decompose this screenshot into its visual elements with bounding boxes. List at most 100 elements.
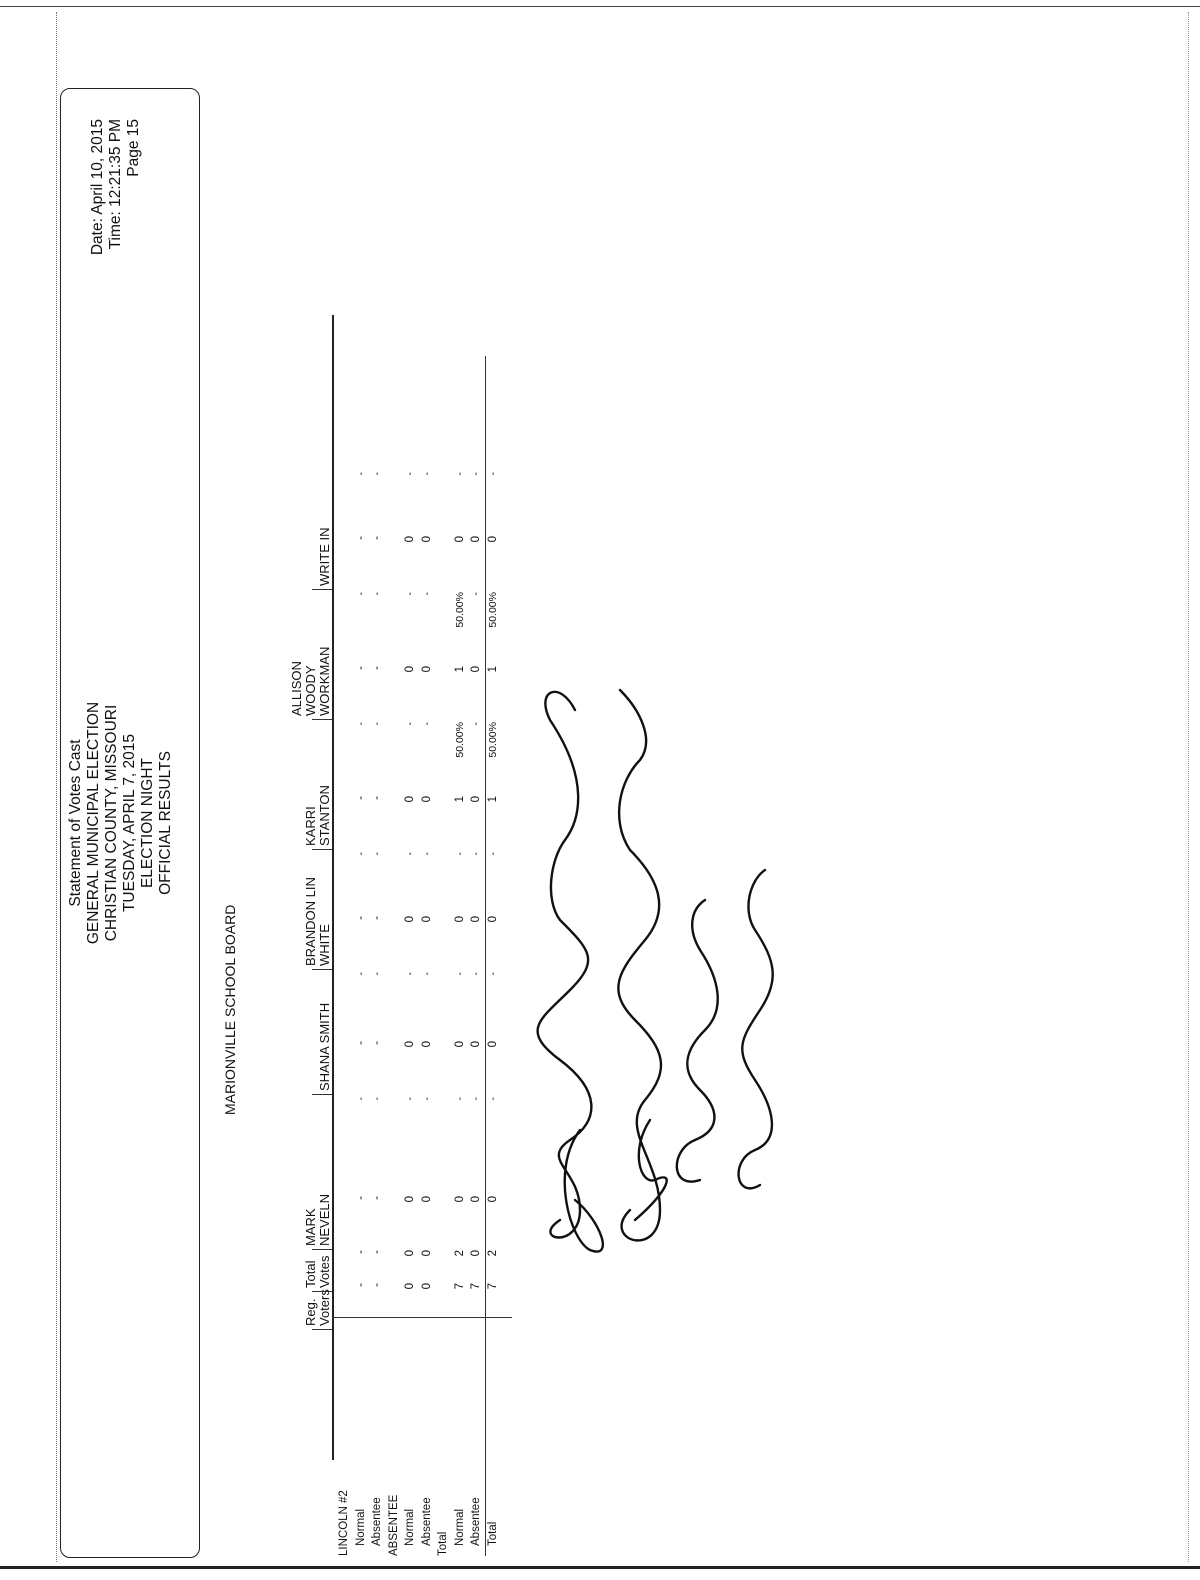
candidate-votes-cell: - bbox=[354, 1041, 367, 1045]
candidate-percent-cell: - bbox=[371, 852, 383, 856]
candidate-votes-cell: 0 bbox=[470, 1196, 482, 1203]
signature-4 bbox=[737, 868, 774, 1190]
signature-2b bbox=[633, 1118, 668, 1222]
column-label-line: Voters bbox=[317, 1289, 332, 1326]
report-meta: Date: April 10, 2015 Time: 12:21:35 PM P… bbox=[89, 119, 143, 255]
candidate-percent-cell: - bbox=[371, 1097, 383, 1101]
candidate-votes-cell: 0 bbox=[470, 796, 482, 803]
candidate-percent-cell: - bbox=[470, 972, 482, 976]
report-date: Date: April 10, 2015 bbox=[89, 119, 106, 256]
candidate-votes-cell: 1 bbox=[486, 796, 499, 803]
candidate-percent-cell: - bbox=[371, 722, 383, 726]
row-label: Total bbox=[486, 1521, 499, 1546]
signature-3 bbox=[675, 898, 719, 1183]
candidate-percent-cell: - bbox=[453, 972, 466, 976]
column-label-line: ALLISON bbox=[289, 661, 304, 716]
row-label: ABSENTEE bbox=[387, 1494, 400, 1556]
candidate-percent-cell: - bbox=[420, 1097, 433, 1101]
candidate-votes-cell: 0 bbox=[486, 1041, 499, 1048]
signature-1 bbox=[536, 690, 593, 1239]
candidate-percent-cell: - bbox=[486, 972, 499, 976]
candidate-votes-cell: 0 bbox=[486, 1196, 499, 1203]
results-status: OFFICIAL RESULTS bbox=[157, 751, 174, 895]
candidate-percent-cell: - bbox=[453, 852, 466, 856]
page-number: Page 15 bbox=[125, 119, 142, 177]
candidate-percent-cell: 50.00% bbox=[453, 592, 466, 628]
page-bottom-rule bbox=[0, 1566, 1200, 1569]
column-label-line: MARK bbox=[303, 1208, 318, 1246]
report-title: Statement of Votes Cast bbox=[67, 739, 84, 907]
column-label-line: NEVELN bbox=[317, 1193, 332, 1246]
candidate-votes-cell: 1 bbox=[453, 666, 466, 673]
candidate-percent-cell: - bbox=[470, 1097, 482, 1101]
county-name: CHRISTIAN COUNTY, MISSOURI bbox=[103, 704, 120, 942]
candidate-percent-cell: - bbox=[404, 852, 416, 856]
column-separator bbox=[312, 1094, 332, 1095]
candidate-percent-cell: - bbox=[470, 722, 482, 726]
total-rule bbox=[484, 356, 486, 1556]
total-votes-cell: - bbox=[371, 1250, 383, 1254]
scan-edge-dots-left bbox=[56, 12, 57, 1562]
candidate-percent-cell: 50.00% bbox=[453, 722, 466, 758]
candidate-votes-cell: 0 bbox=[404, 796, 416, 803]
column-label-line: KARRI bbox=[303, 806, 318, 846]
row-label: Total bbox=[437, 1531, 449, 1556]
candidate-votes-cell: - bbox=[371, 536, 383, 540]
candidate-percent-cell: - bbox=[354, 972, 367, 976]
column-label-line: STANTON bbox=[317, 785, 332, 846]
row-label: Absentee bbox=[420, 1497, 433, 1546]
report-time: Time: 12:21:35 PM bbox=[107, 119, 124, 250]
column-separator bbox=[312, 719, 332, 720]
candidate-votes-cell: - bbox=[371, 916, 383, 920]
candidate-votes-cell: 0 bbox=[420, 916, 433, 923]
candidate-percent-cell: - bbox=[470, 852, 482, 856]
candidate-votes-cell: 0 bbox=[404, 536, 416, 543]
candidate-percent-cell: - bbox=[486, 472, 499, 476]
candidate-percent-cell: - bbox=[453, 472, 466, 476]
row-label: LINCOLN #2 bbox=[338, 1490, 350, 1556]
report-header: Statement of Votes Cast GENERAL MUNICIPA… bbox=[60, 88, 200, 1558]
candidate-percent-cell: - bbox=[420, 852, 433, 856]
signature-2 bbox=[617, 688, 663, 1242]
column-label: SHANA SMITH bbox=[317, 1003, 332, 1091]
candidate-votes-cell: - bbox=[371, 666, 383, 670]
column-label-line: Votes bbox=[317, 1255, 332, 1288]
candidate-percent-cell: - bbox=[354, 1097, 367, 1101]
column-label-line: WHITE bbox=[317, 924, 332, 966]
candidate-votes-cell: 0 bbox=[404, 916, 416, 923]
candidate-percent-cell: - bbox=[371, 472, 383, 476]
election-date: TUESDAY, APRIL 7, 2015 bbox=[121, 733, 138, 913]
total-votes-cell: 2 bbox=[486, 1250, 499, 1257]
reg-voters-cell: 7 bbox=[453, 1283, 466, 1290]
candidate-votes-cell: 0 bbox=[420, 536, 433, 543]
candidate-percent-cell: - bbox=[404, 472, 416, 476]
candidate-votes-cell: 0 bbox=[470, 666, 482, 673]
candidate-votes-cell: - bbox=[354, 536, 367, 540]
candidate-percent-cell: - bbox=[420, 722, 433, 726]
column-separator bbox=[312, 1329, 332, 1330]
total-votes-cell: 0 bbox=[420, 1250, 433, 1257]
candidate-percent-cell: - bbox=[354, 592, 367, 596]
reg-voters-cell: - bbox=[371, 1283, 383, 1287]
candidate-votes-cell: 0 bbox=[404, 666, 416, 673]
candidate-votes-cell: - bbox=[371, 1041, 383, 1045]
column-separator bbox=[312, 849, 332, 850]
candidate-percent-cell: - bbox=[404, 972, 416, 976]
candidate-votes-cell: 0 bbox=[453, 1041, 466, 1048]
total-votes-cell: 2 bbox=[453, 1250, 466, 1257]
candidate-votes-cell: - bbox=[354, 916, 367, 920]
header-rule bbox=[332, 315, 334, 1460]
candidate-percent-cell: - bbox=[354, 722, 367, 726]
column-separator bbox=[312, 969, 332, 970]
candidate-votes-cell: 0 bbox=[470, 1041, 482, 1048]
row-label: Absentee bbox=[470, 1497, 482, 1546]
candidate-percent-cell: - bbox=[453, 1097, 466, 1101]
candidate-votes-cell: 0 bbox=[453, 916, 466, 923]
candidate-percent-cell: - bbox=[404, 592, 416, 596]
row-label: Normal bbox=[404, 1508, 416, 1546]
candidate-votes-cell: 1 bbox=[486, 666, 499, 673]
